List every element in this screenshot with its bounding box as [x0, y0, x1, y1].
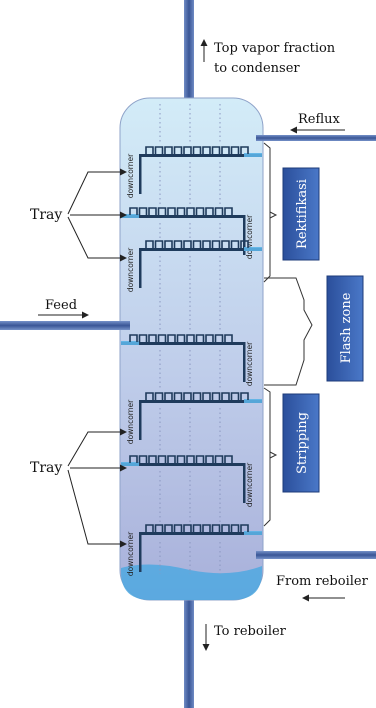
tray: downcorner: [121, 455, 254, 522]
to-reboiler-label: To reboiler: [214, 624, 287, 639]
tray: downcorner: [126, 240, 262, 332]
feed-pipe: [0, 321, 130, 330]
tray: downcorner: [126, 392, 262, 453]
tray: downcorner: [121, 207, 254, 259]
section-box-rektifikasi: Rektifikasi: [282, 167, 320, 261]
tray: downcorner: [126, 524, 262, 576]
reflux-label: Reflux: [298, 112, 341, 127]
tray: downcorner: [126, 146, 262, 205]
bottom-liquid: [121, 564, 262, 600]
downcomer-label: downcorner: [126, 247, 135, 292]
top-vapor-pipe: [184, 0, 194, 100]
section-label-stripping: Stripping: [295, 412, 310, 474]
section-brackets: [263, 142, 313, 527]
section-label-rektifikasi: Rektifikasi: [295, 179, 310, 249]
reflux-pipe: [256, 135, 376, 141]
downcomer-label: downcorner: [126, 153, 135, 198]
tray-label-lower: Tray: [30, 460, 62, 476]
downcomer-label: downcorner: [245, 462, 254, 507]
section-label-flash-zone: Flash zone: [339, 292, 354, 363]
downcomer-label: downcorner: [126, 399, 135, 444]
bottom-reboiler-pipe: [184, 590, 194, 708]
top-vapor-label-line2: to condenser: [214, 61, 300, 76]
downcomer-label: downcorner: [126, 531, 135, 576]
feed-label: Feed: [45, 298, 77, 313]
top-vapor-label-line1: Top vapor fraction: [214, 41, 336, 56]
section-box-stripping: Stripping: [282, 393, 320, 493]
tray-upper-arrows: [67, 168, 127, 262]
downcomer-label: downcorner: [245, 214, 254, 259]
downcomer-label: downcorner: [245, 341, 254, 386]
tray-lower-arrows: [67, 428, 127, 548]
trays: downcorner downcorner downcorner downcorner…: [121, 104, 262, 576]
tray: downcorner: [121, 334, 254, 390]
section-box-flash-zone: Flash zone: [326, 275, 364, 382]
from-reboiler-pipe: [256, 551, 376, 559]
from-reboiler-label: From reboiler: [276, 574, 369, 589]
tray-label-upper: Tray: [30, 207, 62, 223]
